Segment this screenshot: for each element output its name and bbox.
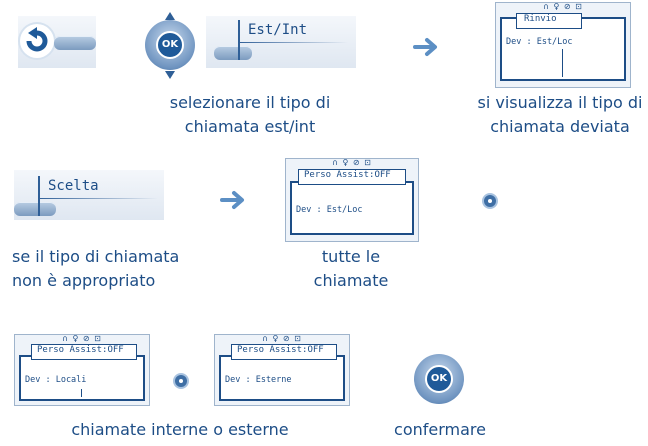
lcd-line: Dev : Locali — [25, 375, 87, 385]
status-icons: ∩ ♀ ⊘ ⊡ — [62, 334, 102, 343]
lcd-header: Rinvio — [524, 14, 557, 24]
lcd-screen-external: ∩ ♀ ⊘ ⊡ Perso Assist:OFF Dev : Esterne — [214, 334, 350, 406]
caption-not-appropriate: se il tipo di chiamata non è appropriato — [12, 247, 180, 290]
or-dot-icon — [175, 375, 187, 387]
lcd-line: Dev : Est/Loc — [506, 37, 573, 47]
ok-icon: OK — [156, 31, 184, 59]
caption-internal-external: chiamate interne o esterne — [71, 420, 289, 439]
caption-select-type: selezionare il tipo di chiamata est/int — [169, 93, 331, 136]
back-icon[interactable] — [20, 24, 54, 58]
nav-down-arrow-icon — [165, 71, 175, 79]
softkey-bar[interactable] — [214, 46, 252, 60]
arrow-right-icon — [220, 191, 244, 209]
lcd-header-box — [31, 344, 137, 360]
lcd-separator — [562, 49, 563, 77]
lcd-header-box — [231, 344, 337, 360]
navigator-ok-key[interactable]: OK — [145, 20, 195, 70]
arrow-right-icon — [413, 38, 437, 56]
lcd-header: Perso Assist:OFF — [237, 345, 324, 355]
lcd-screen-rinvio: ∩ ♀ ⊘ ⊡ Rinvio Dev : Est/Loc — [495, 2, 631, 88]
confirm-ok-key[interactable]: OK — [414, 354, 464, 404]
lcd-frame — [219, 355, 345, 401]
caption-all-calls: tutte le chiamate — [313, 247, 389, 290]
softkey-label: Scelta — [48, 178, 99, 194]
nav-up-arrow-icon — [165, 12, 175, 20]
status-icons: ∩ ♀ ⊘ ⊡ — [332, 158, 372, 167]
softkey-scelta[interactable]: Scelta — [14, 176, 164, 216]
lcd-line: Dev : Esterne — [225, 375, 292, 385]
softkey-line — [38, 176, 40, 216]
caption-confirm: confermare — [394, 420, 486, 439]
softkey-label: Est/Int — [248, 22, 308, 38]
lcd-separator — [81, 389, 82, 397]
caption-forwarded-type: si visualizza il tipo di chiamata deviat… — [477, 93, 643, 136]
lcd-header-box — [516, 13, 582, 29]
status-icons: ∩ ♀ ⊘ ⊡ — [543, 2, 583, 11]
softkey-underline — [238, 42, 348, 43]
softkey-est-int[interactable]: Est/Int — [214, 20, 354, 60]
softkey-underline — [38, 198, 158, 199]
lcd-header: Perso Assist:OFF — [37, 345, 124, 355]
lcd-header: Perso Assist:OFF — [304, 170, 391, 180]
back-key[interactable] — [54, 36, 96, 50]
lcd-screen-local: ∩ ♀ ⊘ ⊡ Perso Assist:OFF Dev : Locali — [14, 334, 150, 406]
ok-icon: OK — [425, 365, 453, 393]
lcd-header-box — [298, 169, 406, 185]
or-dot-icon — [484, 195, 496, 207]
softkey-bar[interactable] — [14, 202, 56, 216]
lcd-screen-all-calls: ∩ ♀ ⊘ ⊡ Perso Assist:OFF Dev : Est/Loc — [285, 158, 419, 242]
status-icons: ∩ ♀ ⊘ ⊡ — [262, 334, 302, 343]
lcd-line: Dev : Est/Loc — [296, 205, 363, 215]
softkey-line — [238, 20, 240, 60]
